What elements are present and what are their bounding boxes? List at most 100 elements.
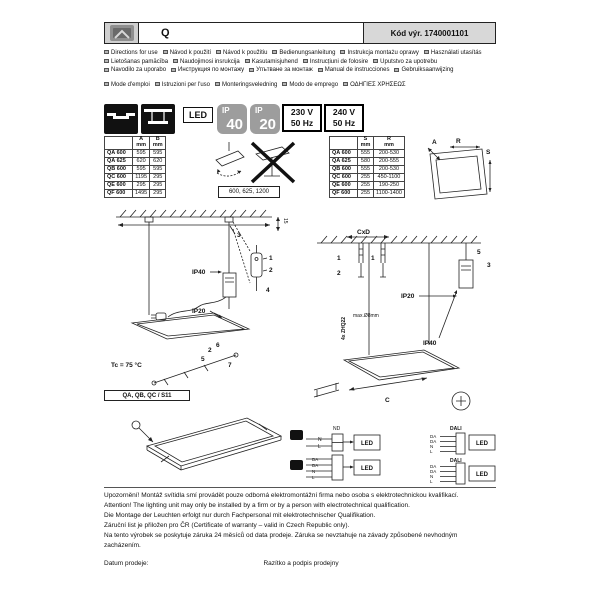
ip20-label: IP20 <box>401 293 415 300</box>
voltage-240-badge: 240 V 50 Hz <box>324 104 364 132</box>
step-2b-label: 2 <box>208 347 212 354</box>
language-label: Návod k použití <box>169 50 212 56</box>
ip-prefix-label: IP <box>255 106 263 115</box>
step-3-label: 3 <box>487 262 491 269</box>
column-header <box>329 136 358 150</box>
language-label: Bedienungsanleitung <box>279 50 336 56</box>
table-cell: 255 <box>357 188 374 198</box>
models-strip: QA, QB, QC / S11 <box>104 390 190 401</box>
terminal-label-da: DA <box>430 469 436 474</box>
language-label: Monteringsveledning <box>222 82 278 88</box>
flag-icon <box>171 67 177 72</box>
step-5-label: 5 <box>477 249 481 256</box>
table-cell: QE 600 <box>329 180 358 190</box>
panel-dimension-diagram: A R S <box>427 138 492 200</box>
terminal-label-n: N <box>312 469 315 474</box>
table-cell: 200-530 <box>373 148 405 158</box>
ip40-label: IP40 <box>423 340 437 347</box>
table-cell: 1195 <box>131 172 151 182</box>
flag-icon <box>244 59 250 64</box>
screw-type-label: 4x ZHQ22 <box>341 317 347 340</box>
table-cell: 1495 <box>131 188 151 198</box>
dali-label: DALI <box>450 426 462 432</box>
frequency-value: 50 Hz <box>290 118 314 128</box>
step-1-label: 1 <box>371 255 375 262</box>
anchor-screws <box>358 243 386 278</box>
table-cell: 1100-1400 <box>373 188 405 198</box>
table-cell: 555 <box>357 148 374 158</box>
terminal-label-da: DA <box>312 457 318 462</box>
brand-logo <box>105 23 139 43</box>
warning-line: Záruční list je přiložen pro ČR (Certifi… <box>104 522 350 530</box>
panel-outline <box>145 417 283 471</box>
led-driver-box <box>468 434 496 451</box>
table-cell: 595 <box>131 148 151 158</box>
table-cell: QF 600 <box>329 188 358 198</box>
flag-icon <box>343 82 349 87</box>
table-cell: QA 600 <box>104 148 133 158</box>
flag-icon <box>104 59 109 64</box>
language-item: Gebruiksaanwijzing <box>394 66 454 75</box>
flag-icon <box>340 50 346 55</box>
nd-label: ND <box>333 426 341 432</box>
flag-icon <box>173 59 179 64</box>
language-item: Kasutamisjuhend <box>244 58 298 67</box>
warning-line: Upozornění! Montáž svítidla smí provádět… <box>104 492 459 499</box>
language-item: Lietošanas pamācība <box>104 58 168 67</box>
ip-prefix-label: IP <box>222 106 230 115</box>
flag-icon <box>282 82 288 87</box>
terminal-block <box>306 433 344 452</box>
driver-box <box>458 243 474 289</box>
flag-icon <box>373 59 379 64</box>
table-cell: QC 600 <box>104 172 133 182</box>
mounting-bracket-detail <box>313 382 340 398</box>
flag-icon <box>162 50 168 55</box>
ip-value-label: 20 <box>259 116 276 133</box>
dali-label: DALI <box>450 458 462 464</box>
warnings-block: Upozornění! Montáž svítidla smí provádět… <box>104 487 496 551</box>
led-label: LED <box>361 466 374 472</box>
warning-line: Die Montage der Leuchten erfolgt nur dur… <box>104 512 376 520</box>
no-stand-warning-icon <box>250 141 296 184</box>
language-label: Naudojimosi insrukcija <box>180 58 240 65</box>
corner-snap-arrows <box>160 423 268 463</box>
terminal-label-n: N <box>318 437 322 443</box>
suspended-mount-icon <box>141 104 175 134</box>
terminal-label-n: N <box>430 474 433 479</box>
flag-icon <box>249 67 255 72</box>
terminal-block <box>306 454 344 481</box>
table-cell: 255 <box>357 172 374 182</box>
voltage-230-badge: 230 V 50 Hz <box>282 104 322 132</box>
step-3-label: 3 <box>237 232 241 239</box>
table-cell: 200-555 <box>373 156 405 166</box>
terminal-label-da: DA <box>312 463 318 468</box>
connector-icon <box>290 430 303 440</box>
recessed-mount-icon <box>104 104 138 134</box>
led-driver-box <box>468 465 496 482</box>
language-label: Istruzioni per l'uso <box>161 82 211 88</box>
column-header: B mm <box>149 136 167 150</box>
table-cell: QA 625 <box>104 156 133 166</box>
language-item: Bedienungsanleitung <box>272 49 335 58</box>
table-cell: QC 600 <box>329 172 358 182</box>
dim-r-label: R <box>456 138 461 145</box>
led-label: LED <box>361 441 374 447</box>
flag-icon <box>272 50 278 55</box>
table-cell: QA 600 <box>329 148 358 158</box>
language-label: Instrucțiuni de folosire <box>309 58 369 65</box>
terminal-block <box>440 462 466 485</box>
panel-outline <box>342 349 461 381</box>
terminal-label-da: DA <box>430 464 436 469</box>
ip20-label: IP20 <box>192 308 206 315</box>
table-cell: QA 625 <box>329 156 358 166</box>
language-label: Kasutamisjuhend <box>251 58 298 65</box>
language-label: Gebruiksaanwijzing <box>401 67 454 74</box>
language-label: ΟΔΗΓΙΕΣ ΧΡΗΣΕΩΣ <box>350 82 406 88</box>
